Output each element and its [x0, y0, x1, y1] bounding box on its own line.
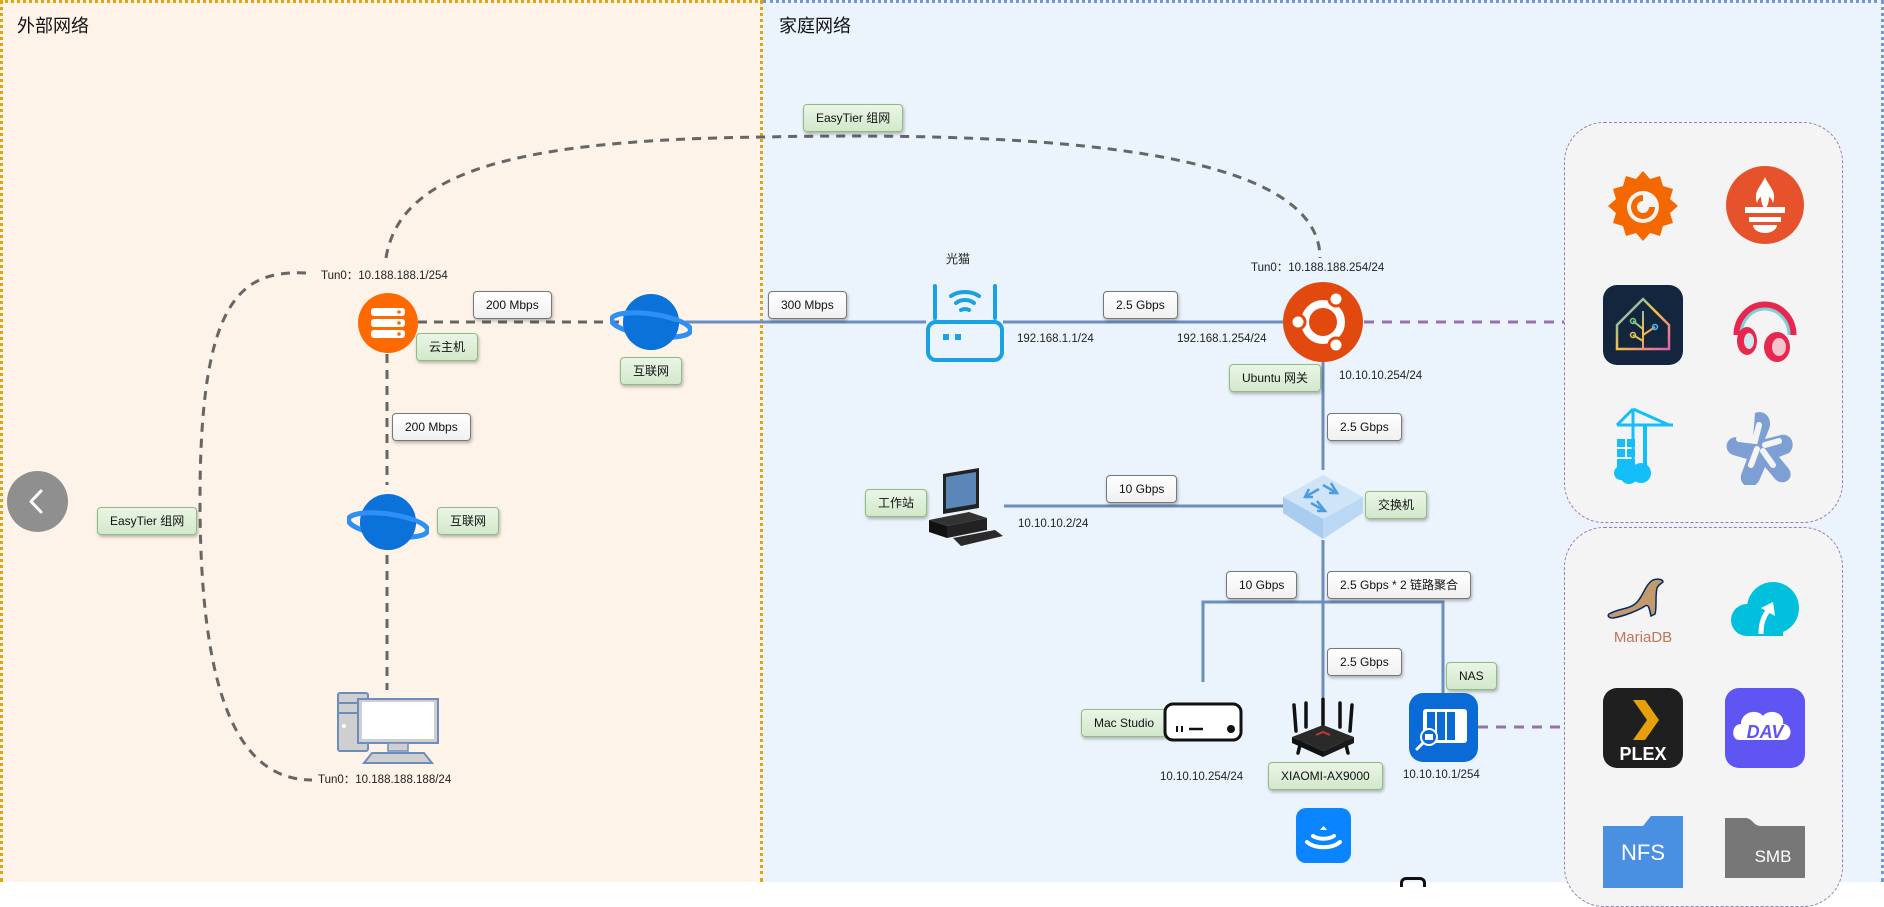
switch-node[interactable]	[1283, 475, 1363, 546]
cloud-sync-icon	[1725, 568, 1805, 648]
smb-folder-icon: SMB	[1725, 808, 1805, 888]
nas-label: NAS	[1446, 662, 1497, 690]
cloud-host-node[interactable]	[357, 292, 419, 359]
router-label: XIAOMI-AX9000	[1268, 762, 1383, 790]
nas-ip: 10.10.10.1/254	[1403, 769, 1480, 781]
switch-icon	[1283, 475, 1363, 539]
link-label-switch-mac: 10 Gbps	[1226, 571, 1298, 599]
webdav-icon: DAV	[1725, 688, 1805, 768]
mac-studio-label: Mac Studio	[1081, 709, 1168, 737]
modem-label: 光猫	[946, 252, 971, 266]
back-button[interactable]	[7, 471, 68, 532]
internet-top-label: 互联网	[620, 357, 683, 385]
mac-studio-icon	[1163, 702, 1243, 742]
home-network-title: 家庭网络	[779, 16, 851, 36]
plex-label: PLEX	[1619, 744, 1666, 764]
workstation-icon	[929, 468, 1003, 546]
nfs-label: NFS	[1621, 840, 1665, 865]
grafana-icon	[1603, 165, 1683, 245]
internet-left-node[interactable]	[345, 493, 431, 558]
cloud-host-tun-ip: Tun0：10.188.188.1/254	[321, 270, 448, 282]
mac-studio-ip: 10.10.10.254/24	[1160, 771, 1244, 783]
planet-icon	[345, 494, 431, 550]
services-group-2: MariaDB PLEX DAV NFS SMB	[1564, 527, 1843, 907]
easytier-top-label: EasyTier 组网	[803, 104, 904, 132]
nas-icon	[1409, 693, 1478, 762]
wifi-app-node[interactable]	[1296, 808, 1351, 868]
smb-label: SMB	[1755, 847, 1792, 866]
music-headphones-icon	[1725, 285, 1805, 365]
webhook-icon	[1725, 405, 1805, 487]
external-network-title: 外部网络	[17, 16, 89, 36]
ubuntu-icon	[1283, 282, 1363, 362]
switch-label: 交换机	[1365, 491, 1428, 519]
ubuntu-gateway-label: Ubuntu 网关	[1229, 364, 1322, 392]
link-label-switch-router: 2.5 Gbps	[1327, 648, 1402, 676]
workstation-node[interactable]	[925, 468, 1005, 553]
services-group-1	[1564, 122, 1843, 523]
nas-node[interactable]	[1409, 693, 1478, 767]
remote-pc-tun-ip: Tun0：10.188.188.188/24	[318, 774, 452, 786]
link-label-cloud-internet: 200 Mbps	[473, 291, 552, 319]
link-label-ubuntu-switch: 2.5 Gbps	[1327, 413, 1402, 441]
link-label-workstation-switch: 10 Gbps	[1106, 475, 1178, 503]
router-icon	[1292, 697, 1354, 757]
plex-icon: PLEX	[1603, 688, 1683, 768]
ubuntu-wan-ip: 192.168.1.254/24	[1177, 333, 1267, 345]
modem-ip: 192.168.1.1/24	[1017, 333, 1094, 345]
prometheus-icon	[1725, 165, 1805, 245]
link-label-switch-nas: 2.5 Gbps * 2 链路聚合	[1327, 571, 1472, 599]
link-label-cloud-internet-left: 200 Mbps	[392, 413, 471, 441]
internet-top-node[interactable]	[608, 293, 694, 358]
desktop-pc-icon	[337, 692, 439, 764]
modem-node[interactable]	[925, 282, 1005, 367]
home-assistant-icon	[1603, 285, 1683, 365]
router-node[interactable]	[1288, 697, 1358, 764]
mariadb-label: MariaDB	[1614, 629, 1672, 646]
ubuntu-tun-ip: Tun0：10.188.188.254/24	[1251, 262, 1385, 274]
internet-left-label: 互联网	[437, 507, 500, 535]
dav-label: DAV	[1747, 722, 1786, 742]
planet-icon	[608, 294, 694, 350]
server-icon	[358, 293, 418, 353]
wifi-app-icon	[1296, 808, 1351, 863]
cloud-host-label: 云主机	[416, 333, 479, 361]
workstation-label: 工作站	[865, 489, 928, 517]
easytier-left-label: EasyTier 组网	[97, 507, 198, 535]
ubuntu-gateway-node[interactable]	[1283, 282, 1363, 367]
wifi-router-icon	[926, 284, 1004, 362]
mariadb-icon: MariaDB	[1603, 568, 1683, 648]
mac-studio-node[interactable]	[1163, 702, 1243, 747]
nfs-folder-icon: NFS	[1603, 808, 1683, 888]
chevron-left-icon	[29, 489, 43, 514]
remote-pc-node[interactable]	[336, 691, 440, 770]
link-label-internet-modem: 300 Mbps	[768, 291, 847, 319]
link-label-modem-ubuntu: 2.5 Gbps	[1103, 291, 1178, 319]
ubuntu-lan-ip: 10.10.10.254/24	[1339, 370, 1423, 382]
portainer-icon	[1603, 405, 1683, 485]
workstation-ip: 10.10.10.2/24	[1018, 518, 1089, 530]
partial-device-icon	[1400, 877, 1426, 887]
